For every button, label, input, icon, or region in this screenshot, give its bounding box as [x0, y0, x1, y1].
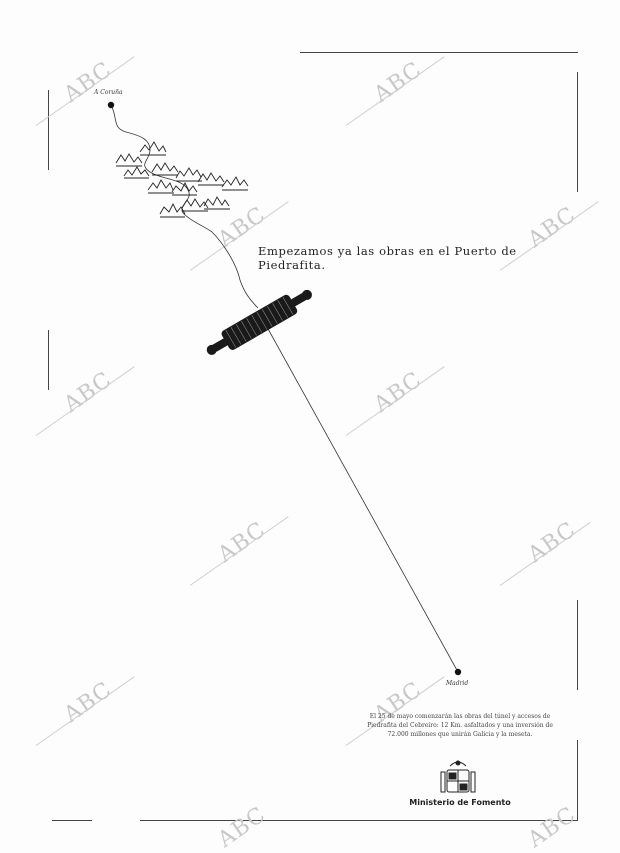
frame-left-line-2	[48, 330, 49, 390]
origin-dot	[107, 101, 115, 109]
mountain-icon	[115, 141, 249, 218]
destination-dot	[454, 668, 462, 676]
frame-right-line-3	[577, 740, 578, 820]
origin-city-label: A Coruña	[94, 89, 123, 96]
body-text: El 25 de mayo comenzarán las obras del t…	[367, 713, 553, 738]
headline: Empezamos ya las obras en el Puerto de P…	[258, 244, 517, 272]
frame-top-line	[300, 52, 578, 53]
rolling-pin-icon	[206, 289, 312, 355]
route-path	[110, 104, 259, 309]
coat-of-arms-icon	[440, 760, 476, 793]
frame-right-line	[577, 72, 578, 192]
route-straight	[261, 317, 459, 673]
frame-left-line	[48, 90, 49, 170]
frame-bottom-line-2	[52, 820, 92, 821]
ministry-name: Ministerio de Fomento	[409, 798, 511, 807]
frame-right-line-2	[577, 600, 578, 690]
frame-bottom-line	[140, 820, 578, 821]
destination-city-label: Madrid	[446, 680, 469, 687]
